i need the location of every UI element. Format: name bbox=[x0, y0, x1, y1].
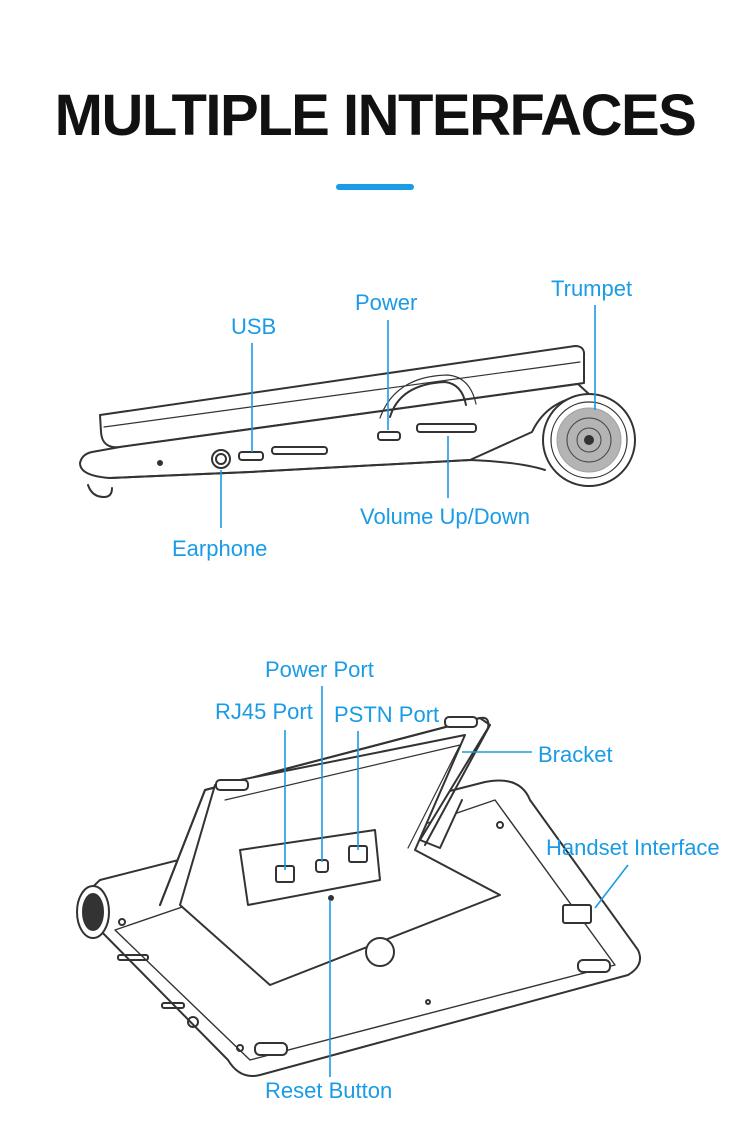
rj45-port-label: RJ45 Port bbox=[215, 699, 313, 724]
earphone-label: Earphone bbox=[172, 536, 268, 561]
power-port-label: Power Port bbox=[265, 657, 374, 682]
reset-button-label: Reset Button bbox=[265, 1078, 393, 1103]
side-view-device bbox=[79, 345, 636, 498]
handset-interface-label: Handset Interface bbox=[546, 835, 720, 860]
handset-leader bbox=[594, 864, 629, 909]
title-underline bbox=[336, 184, 414, 190]
rear-view-device bbox=[76, 716, 641, 1077]
callout-lines bbox=[220, 305, 629, 1077]
pstn-port-label: PSTN Port bbox=[334, 702, 440, 727]
page-title: MULTIPLE INTERFACES bbox=[54, 83, 697, 148]
power-label: Power bbox=[355, 290, 418, 315]
trumpet-label: Trumpet bbox=[551, 276, 633, 301]
volume-label: Volume Up/Down bbox=[360, 504, 530, 529]
usb-label: USB bbox=[231, 314, 277, 339]
bracket-label: Bracket bbox=[538, 742, 613, 767]
